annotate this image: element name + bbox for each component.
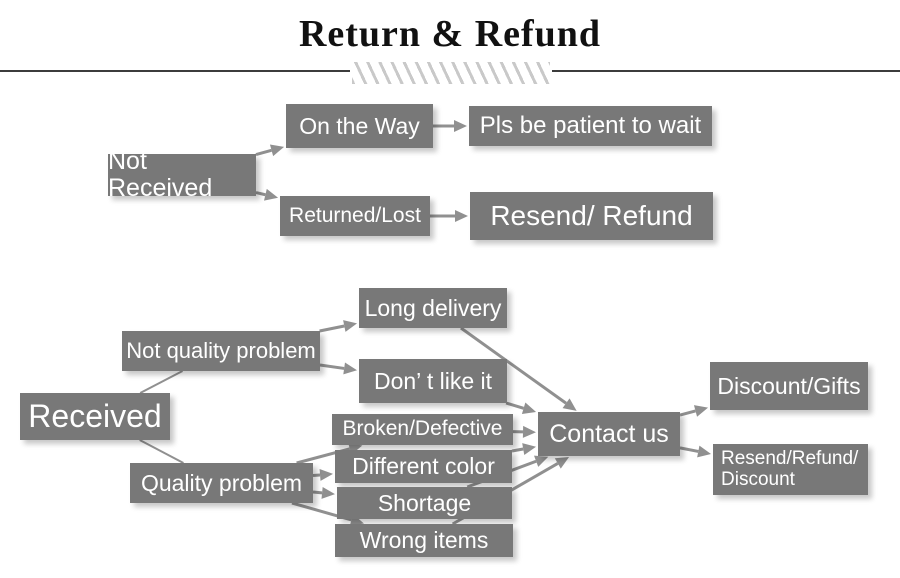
connector-received-to-not-quality-problem (139, 370, 183, 394)
flow-node-not-received: Not Received (108, 148, 256, 202)
connector-not-received-to-on-the-way (255, 144, 285, 157)
connector-not-quality-problem-to-dont-like-it (319, 362, 358, 375)
flow-node-pls-be-patient: Pls be patient to wait (469, 106, 712, 146)
flow-node-on-the-way: On the Way (286, 104, 433, 148)
connector-on-the-way-to-pls-be-patient (433, 120, 467, 132)
flow-node-resend-refund: Resend/ Refund (470, 192, 713, 240)
connector-broken-defective-to-contact-us (512, 425, 537, 438)
diagonal-hatch-divider-icon (352, 62, 550, 84)
connector-dont-like-it-to-contact-us (505, 401, 537, 415)
flow-node-dont-like-it: Don’ t like it (359, 359, 507, 403)
flow-node-contact-us: Contact us (538, 412, 680, 456)
title-divider (0, 62, 900, 84)
flow-node-broken-defective: Broken/Defective (332, 414, 513, 445)
flow-node-resend-refund-discount: Resend/Refund/ Discount (713, 444, 868, 495)
connector-not-quality-problem-to-long-delivery (319, 320, 358, 333)
flow-node-not-quality-problem: Not quality problem (122, 331, 320, 371)
connector-returned-lost-to-resend-refund (430, 210, 468, 222)
flow-node-returned-lost: Returned/Lost (280, 196, 430, 236)
flow-node-discount-gifts: Discount/Gifts (710, 362, 868, 410)
connector-not-received-to-returned-lost (255, 188, 279, 201)
divider-line-left (0, 70, 350, 72)
flow-node-quality-problem: Quality problem (130, 463, 313, 503)
connector-quality-problem-to-different-color (312, 468, 334, 481)
divider-line-right (552, 70, 900, 72)
connector-received-to-quality-problem (139, 439, 184, 464)
flow-node-shortage: Shortage (337, 487, 512, 519)
flow-node-received: Received (20, 393, 170, 440)
connector-different-color-to-contact-us (511, 443, 537, 455)
connector-contact-us-to-discount-gifts (679, 405, 709, 417)
page-title: Return & Refund (298, 13, 602, 55)
flow-node-different-color: Different color (335, 450, 512, 483)
flow-node-long-delivery: Long delivery (359, 288, 507, 328)
connector-quality-problem-to-shortage (312, 486, 336, 499)
flow-node-wrong-items: Wrong items (335, 524, 513, 557)
connector-contact-us-to-resend-refund-discount (679, 445, 712, 458)
